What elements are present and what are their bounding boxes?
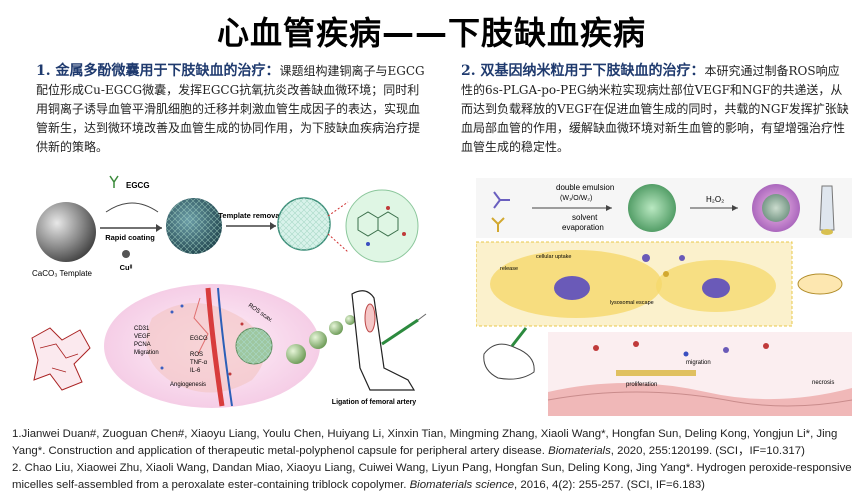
page-title: 心血管疾病——下肢缺血疾病 bbox=[216, 14, 646, 52]
marker-ros: ROS bbox=[190, 352, 203, 358]
vessel-sketch bbox=[31, 327, 91, 391]
marker-vegf: VEGF bbox=[134, 334, 151, 340]
references: 1.Jianwei Duan#, Zuoguan Chen#, Xiaoyu L… bbox=[12, 426, 854, 494]
reference-1: 1.Jianwei Duan#, Zuoguan Chen#, Xiaoyu L… bbox=[12, 426, 854, 460]
figure-1: CaCO₃ Template EGCG Rapid coating Cuᴵᴵ T… bbox=[31, 175, 427, 408]
angiogenesis-label: Angiogenesis bbox=[170, 382, 206, 388]
ngf-molecule-icon bbox=[491, 217, 505, 232]
figure-2: double emulsion (W₁/O/W₂) solvent evapor… bbox=[476, 178, 852, 416]
molecule-inset bbox=[345, 189, 419, 263]
emulsion-sub-label: (W₁/O/W₂) bbox=[560, 195, 592, 202]
section-1-heading: 1. 金属多酚微囊用于下肢缺血的治疗： bbox=[36, 63, 280, 79]
double-emulsion-label: double emulsion bbox=[556, 183, 614, 192]
reference-2-text: 2. Chao Liu, Xiaowei Zhu, Xiaoli Wang, D… bbox=[12, 462, 852, 491]
cu-ion-icon bbox=[122, 250, 130, 258]
h2o2-label: H₂O₂ bbox=[706, 195, 724, 204]
reference-1-text: 1.Jianwei Duan#, Zuoguan Chen#, Xiaoyu L… bbox=[12, 428, 838, 457]
cell-label-release: release bbox=[500, 266, 518, 272]
mouse-sketch bbox=[483, 343, 535, 380]
proliferation-label: proliferation bbox=[626, 382, 657, 388]
solvent-label: solvent bbox=[572, 213, 598, 222]
mouse-leg-sketch bbox=[351, 290, 416, 391]
cell-label-uptake: cellular uptake bbox=[536, 254, 571, 260]
nanoparticle-icon bbox=[628, 184, 676, 232]
egcg-molecule-icon bbox=[109, 175, 119, 188]
necrosis-label: necrosis bbox=[812, 380, 834, 386]
reference-2-tail: , 2016, 4(2): 255-257. (SCI, IF=6.183) bbox=[514, 479, 705, 491]
reference-2-journal: Biomaterials science bbox=[409, 479, 515, 491]
ligation-label: Ligation of femoral artery bbox=[332, 399, 417, 406]
rapid-coating-label: Rapid coating bbox=[105, 233, 155, 242]
capsule-bead bbox=[309, 331, 327, 349]
marker-il6: IL-6 bbox=[190, 368, 201, 374]
template-removal-label: Template removal bbox=[218, 211, 281, 220]
marker-pcna: PCNA bbox=[134, 342, 151, 348]
reference-1-journal: Biomaterials bbox=[548, 445, 611, 457]
marker-migration: Migration bbox=[134, 350, 159, 356]
section-1: 1. 金属多酚微囊用于下肢缺血的治疗：课题组构建铜离子与EGCG配位形成Cu-E… bbox=[36, 62, 428, 157]
capsule-bead bbox=[329, 321, 343, 335]
egcg-label: EGCG bbox=[126, 181, 150, 190]
migration-label: migration bbox=[686, 360, 711, 366]
capsule-bead bbox=[345, 315, 355, 325]
syringe-icon bbox=[819, 185, 835, 231]
reference-1-tail: , 2020, 255:120199. (SCI，IF=10.317) bbox=[610, 445, 805, 457]
marker-cd31: CD31 bbox=[134, 326, 150, 332]
section-2-heading: 2. 双基因纳米粒用于下肢缺血的治疗： bbox=[461, 63, 705, 79]
caco3-template-sphere bbox=[36, 202, 96, 262]
vegf-molecule-icon bbox=[493, 191, 510, 209]
capsule-bead bbox=[286, 344, 306, 364]
cu-label: Cuᴵᴵ bbox=[120, 263, 133, 272]
marker-egcg: EGCG bbox=[190, 336, 208, 342]
reference-2: 2. Chao Liu, Xiaowei Zhu, Xiaoli Wang, D… bbox=[12, 460, 854, 494]
cell-label-escape: lysosomal escape bbox=[610, 300, 654, 306]
culture-dish bbox=[797, 273, 843, 295]
evaporation-label: evaporation bbox=[562, 223, 604, 232]
caco3-label: CaCO₃ Template bbox=[32, 269, 93, 278]
section-2-body: 本研究通过制备ROS响应性的6s-PLGA-po-PEG纳米粒实现病灶部位VEG… bbox=[461, 64, 849, 154]
marker-tnf: TNF-α bbox=[190, 360, 208, 366]
section-1-body: 课题组构建铜离子与EGCG配位形成Cu-EGCG微囊，发挥EGCG抗氧抗炎改善缺… bbox=[36, 64, 425, 154]
section-2: 2. 双基因纳米粒用于下肢缺血的治疗：本研究通过制备ROS响应性的6s-PLGA… bbox=[461, 62, 849, 157]
